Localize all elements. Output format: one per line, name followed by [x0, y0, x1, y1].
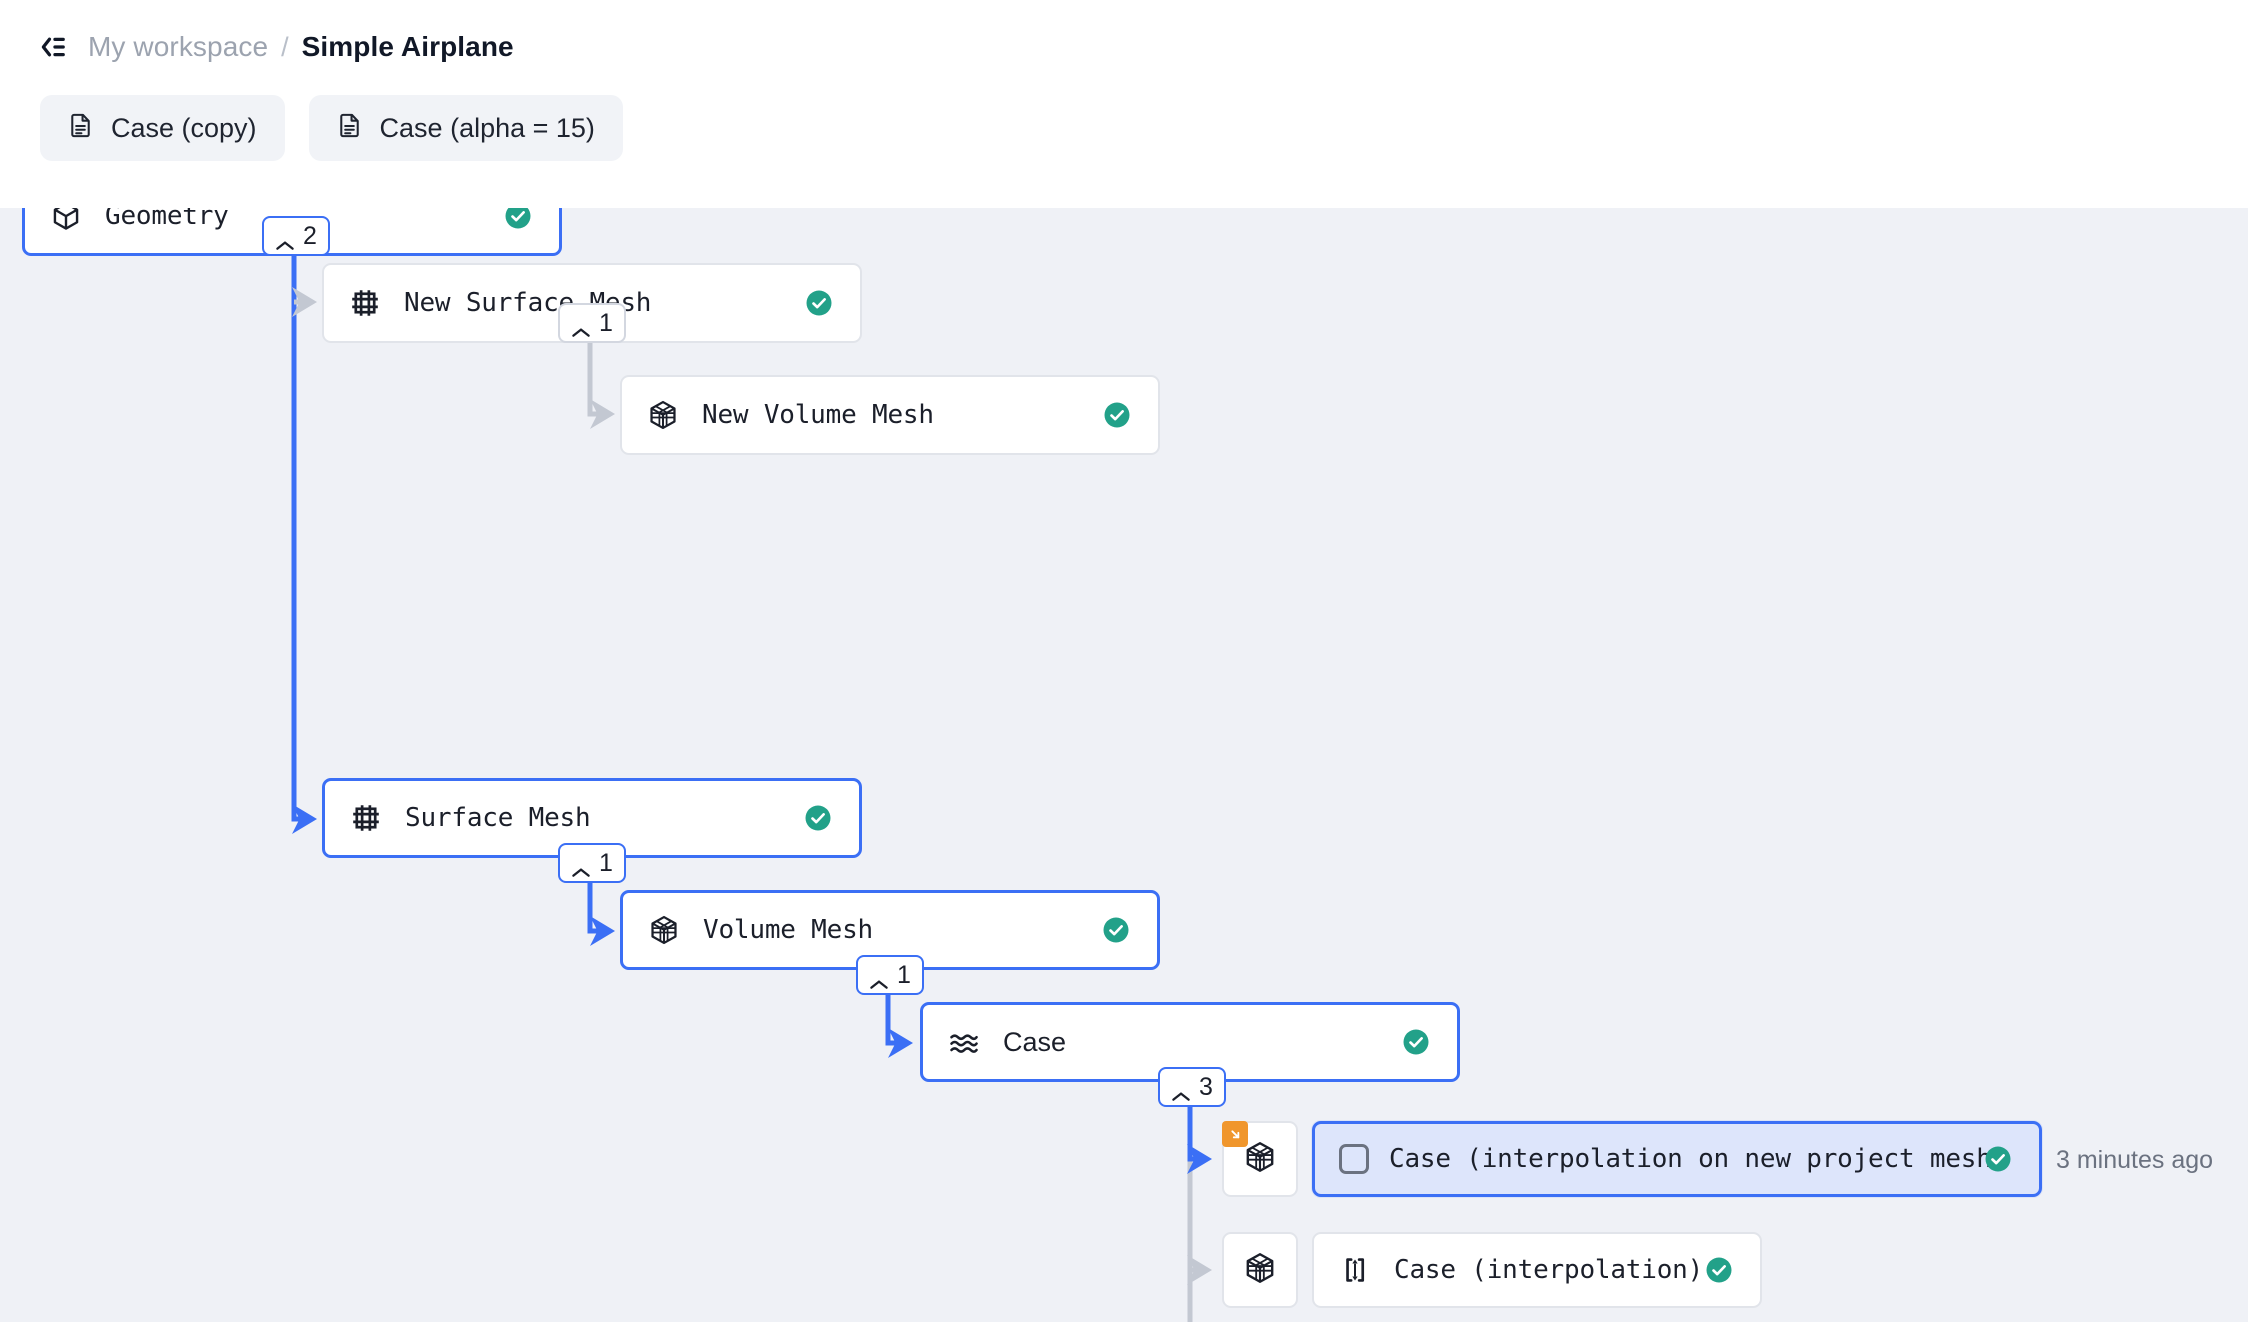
child-count: 2: [303, 221, 317, 250]
node-label: Surface Mesh: [405, 803, 591, 833]
status-badge-success: [804, 288, 834, 318]
volume-mesh-cube-icon: [1243, 1251, 1277, 1290]
child-count-badge-geometry[interactable]: 2: [262, 216, 330, 256]
pipeline-graph-canvas[interactable]: Geometry 2 New Surface Mesh: [0, 208, 2248, 1322]
chevron-up-icon: [275, 230, 295, 250]
grid-mesh-icon: [349, 801, 383, 835]
child-count: 3: [1199, 1072, 1213, 1101]
chevron-up-icon: [571, 857, 591, 877]
status-badge-success: [1101, 915, 1131, 945]
chevron-up-icon: [571, 317, 591, 337]
status-badge-success: [803, 803, 833, 833]
chevron-up-icon: [869, 969, 889, 989]
source-mesh-icon-box-interpolation[interactable]: [1222, 1232, 1298, 1308]
breadcrumb-separator: /: [281, 31, 289, 62]
interpolate-brackets-icon: [1338, 1253, 1372, 1287]
collapse-sidebar-icon[interactable]: [36, 30, 70, 64]
child-count: 1: [599, 308, 613, 337]
breadcrumb: My workspace / Simple Airplane: [36, 26, 514, 68]
page-header: My workspace / Simple Airplane Case (cop…: [0, 0, 2248, 208]
child-count: 1: [599, 848, 613, 877]
quick-open-chips: Case (copy) Case (alpha = 15): [40, 95, 623, 161]
file-text-icon: [335, 111, 364, 145]
arrow-down-right-icon: [1222, 1121, 1248, 1147]
chip-case-copy[interactable]: Case (copy): [40, 95, 285, 161]
source-mesh-icon-box-interpolation-new-project-mesh[interactable]: [1222, 1121, 1298, 1197]
breadcrumb-workspace[interactable]: My workspace: [88, 31, 269, 62]
node-new-volume-mesh[interactable]: New Volume Mesh: [620, 375, 1160, 455]
chip-label: Case (alpha = 15): [379, 112, 595, 143]
child-count: 1: [897, 960, 911, 989]
node-surface-mesh[interactable]: Surface Mesh: [322, 778, 862, 858]
cube-outline-icon: [49, 208, 83, 233]
node-label: Case (interpolation): [1394, 1255, 1704, 1285]
node-label: Volume Mesh: [703, 915, 873, 945]
status-badge-success: [503, 208, 533, 231]
chip-label: Case (copy): [111, 112, 257, 143]
node-label: Geometry: [105, 208, 229, 231]
waves-icon: [947, 1025, 981, 1059]
child-count-badge-new-surface-mesh[interactable]: 1: [558, 303, 626, 343]
child-count-badge-case[interactable]: 3: [1158, 1067, 1226, 1107]
node-label: Case: [1003, 1026, 1067, 1057]
page-title: Simple Airplane: [301, 31, 514, 62]
graph-edges: [291, 236, 1213, 1322]
child-count-badge-volume-mesh[interactable]: 1: [856, 955, 924, 995]
status-badge-success: [1704, 1255, 1734, 1285]
volume-mesh-cube-icon: [646, 398, 680, 432]
chip-case-alpha-15[interactable]: Case (alpha = 15): [308, 95, 623, 161]
volume-mesh-cube-icon: [647, 913, 681, 947]
status-badge-success: [1401, 1027, 1431, 1057]
file-text-icon: [66, 111, 95, 145]
node-case-interpolation-on-new-project-mesh[interactable]: Case (interpolation on new project mesh): [1312, 1121, 2042, 1197]
node-case-interpolation[interactable]: Case (interpolation): [1312, 1232, 1762, 1308]
status-badge-success: [1983, 1144, 2013, 1174]
grid-mesh-icon: [348, 286, 382, 320]
node-label: New Volume Mesh: [702, 400, 934, 430]
row-select-checkbox[interactable]: [1339, 1144, 1369, 1174]
status-badge-success: [1102, 400, 1132, 430]
last-modified-timestamp: 3 minutes ago: [2056, 1146, 2214, 1174]
node-label: Case (interpolation on new project mesh): [1389, 1144, 2008, 1174]
chevron-up-icon: [1171, 1081, 1191, 1101]
child-count-badge-surface-mesh[interactable]: 1: [558, 843, 626, 883]
volume-mesh-cube-icon: [1243, 1140, 1277, 1179]
